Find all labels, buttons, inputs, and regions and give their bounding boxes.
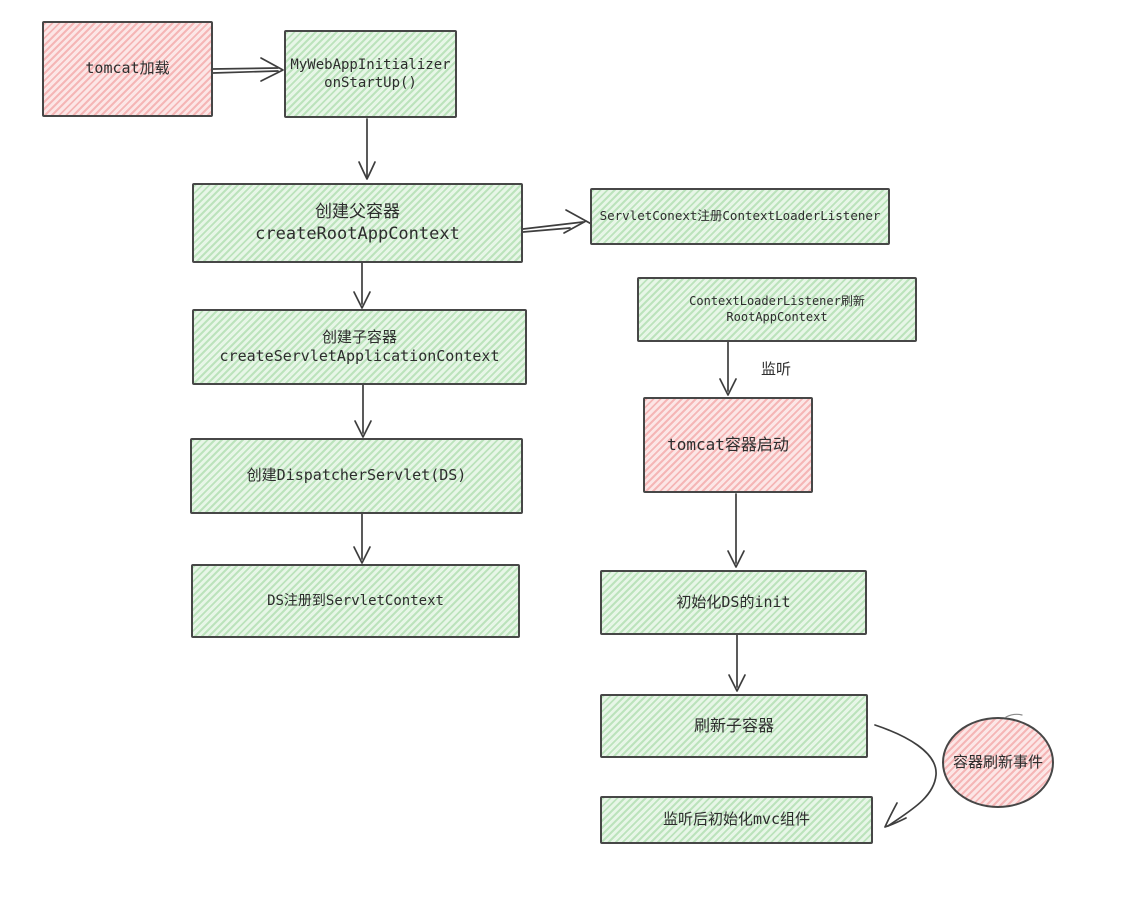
node-label: tomcat加载: [85, 59, 170, 78]
node-label-line1: 创建子容器: [321, 327, 397, 346]
node-ds-register-to-servlet-context: DS注册到ServletContext: [191, 564, 520, 638]
node-my-web-app-initializer: MyWebAppInitializer onStartUp(): [284, 30, 457, 118]
arrow-create-ds-to-ds-register: [353, 513, 371, 564]
node-label: tomcat容器启动: [667, 434, 789, 454]
node-label: ContextLoaderListener刷新RootAppContext: [689, 293, 865, 324]
node-label: ServletConext注册ContextLoaderListener: [599, 208, 881, 224]
node-label-line2: onStartUp(): [324, 75, 417, 91]
node-label: 监听后初始化mvc组件: [662, 810, 811, 829]
node-listener-refresh-root-app-context: ContextLoaderListener刷新RootAppContext: [637, 277, 917, 342]
node-create-root-app-context: 创建父容器 createRootAppContext: [192, 183, 523, 263]
node-servlet-context-register-listener: ServletConext注册ContextLoaderListener: [590, 188, 890, 245]
node-container-refresh-event: 容器刷新事件: [942, 717, 1054, 808]
node-label-line2: createServletApplicationContext: [219, 347, 500, 365]
arrow-create-root-to-servlet-register: [522, 209, 596, 234]
arrow-tomcat-start-to-init-ds: [727, 493, 745, 568]
node-label: 容器刷新事件: [952, 752, 1043, 771]
node-label-line1: 创建父容器: [315, 201, 400, 222]
node-refresh-child-container: 刷新子容器: [600, 694, 868, 758]
arrow-tomcat-load-to-initializer: [212, 57, 284, 82]
node-label: 刷新子容器: [693, 715, 774, 735]
node-create-dispatcher-servlet: 创建DispatcherServlet(DS): [190, 438, 523, 514]
arrow-initializer-to-create-root: [358, 118, 376, 180]
node-tomcat-container-start: tomcat容器启动: [643, 397, 813, 493]
node-init-mvc-components: 监听后初始化mvc组件: [600, 796, 873, 844]
arrow-init-ds-to-refresh-child: [728, 634, 746, 692]
node-label-line1: MyWebAppInitializer: [290, 56, 451, 73]
node-label-line2: createRootAppContext: [255, 224, 460, 244]
sketch-stray-mark: [1005, 713, 1023, 718]
edge-label-listen: 监听: [761, 360, 792, 378]
arrow-create-root-to-create-child: [353, 262, 371, 309]
node-tomcat-load: tomcat加载: [42, 21, 213, 117]
arrow-create-child-to-create-ds: [354, 384, 372, 438]
arrow-refresh-child-to-init-mvc: [874, 724, 937, 828]
node-label: DS注册到ServletContext: [267, 592, 444, 609]
node-label: 初始化DS的init: [676, 592, 791, 611]
node-init-ds-init: 初始化DS的init: [600, 570, 867, 635]
node-label: 创建DispatcherServlet(DS): [246, 466, 467, 485]
arrow-listener-refresh-to-tomcat-start: [719, 341, 737, 396]
node-create-servlet-application-context: 创建子容器 createServletApplicationContext: [192, 309, 527, 385]
